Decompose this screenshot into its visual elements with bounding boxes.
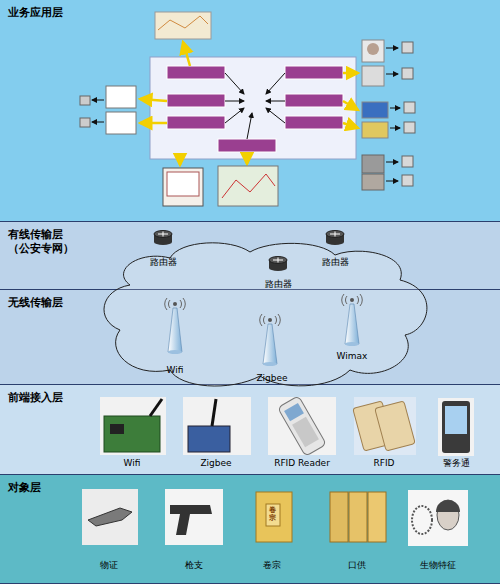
node-caption: Zigbee xyxy=(170,458,262,469)
layer-band: 前端接入层WifiZigbeeRFID ReaderRFID警务通 xyxy=(0,385,500,475)
node-caption: Wimax xyxy=(320,351,384,362)
cover-text: 卷宗 xyxy=(269,506,277,522)
node-caption: 路由器 xyxy=(246,279,310,290)
router-node: 路由器 xyxy=(256,252,300,290)
router-node: 路由器 xyxy=(313,226,357,268)
object-node: 口供 xyxy=(327,487,387,571)
object-node: 枪支 xyxy=(163,487,225,571)
layer-band: 无线传输层WifiZigbeeWimax xyxy=(0,290,500,385)
layer-heading: 有线传输层 （公安专网） xyxy=(8,228,76,256)
layer-band: 对象层物证枪支卷宗口供生物特征 xyxy=(0,475,500,584)
node-caption: 路由器 xyxy=(131,257,195,268)
node-caption: 卷宗 xyxy=(236,560,308,571)
node-caption: 枪支 xyxy=(153,560,235,571)
antenna-node: Wifi xyxy=(155,296,195,376)
antenna-node: Wimax xyxy=(330,292,374,362)
layer-heading: 无线传输层 xyxy=(8,296,63,310)
node-caption: RFID Reader xyxy=(255,458,349,469)
node-caption: RFID xyxy=(342,458,426,469)
node-caption: 路由器 xyxy=(303,257,367,268)
node-caption: Wifi xyxy=(145,365,205,376)
node-caption: 物证 xyxy=(68,560,150,571)
node-caption: Zigbee xyxy=(240,373,304,384)
device-node: RFID xyxy=(352,395,416,469)
object-node: 物证 xyxy=(78,487,140,571)
layer-band: 有线传输层 （公安专网）路由器路由器路由器 xyxy=(0,222,500,290)
node-caption: 口供 xyxy=(317,560,397,571)
node-caption: 生物特征 xyxy=(395,560,481,571)
antenna-node: Zigbee xyxy=(250,314,294,384)
layer-heading: 前端接入层 xyxy=(8,391,63,405)
router-node: 路由器 xyxy=(141,226,185,268)
node-caption: 警务通 xyxy=(424,458,488,469)
device-node: Wifi xyxy=(98,395,166,469)
device-node: Zigbee xyxy=(180,395,252,469)
layer-band: 业务应用层 xyxy=(0,0,500,222)
object-node: 卷宗 xyxy=(246,487,298,571)
device-node: RFID Reader xyxy=(265,395,339,469)
node-caption: Wifi xyxy=(88,458,176,469)
device-node: 警务通 xyxy=(434,395,478,469)
layer-heading: 对象层 xyxy=(8,481,41,495)
layer-heading: 业务应用层 xyxy=(8,6,63,20)
object-node: 生物特征 xyxy=(405,487,471,571)
